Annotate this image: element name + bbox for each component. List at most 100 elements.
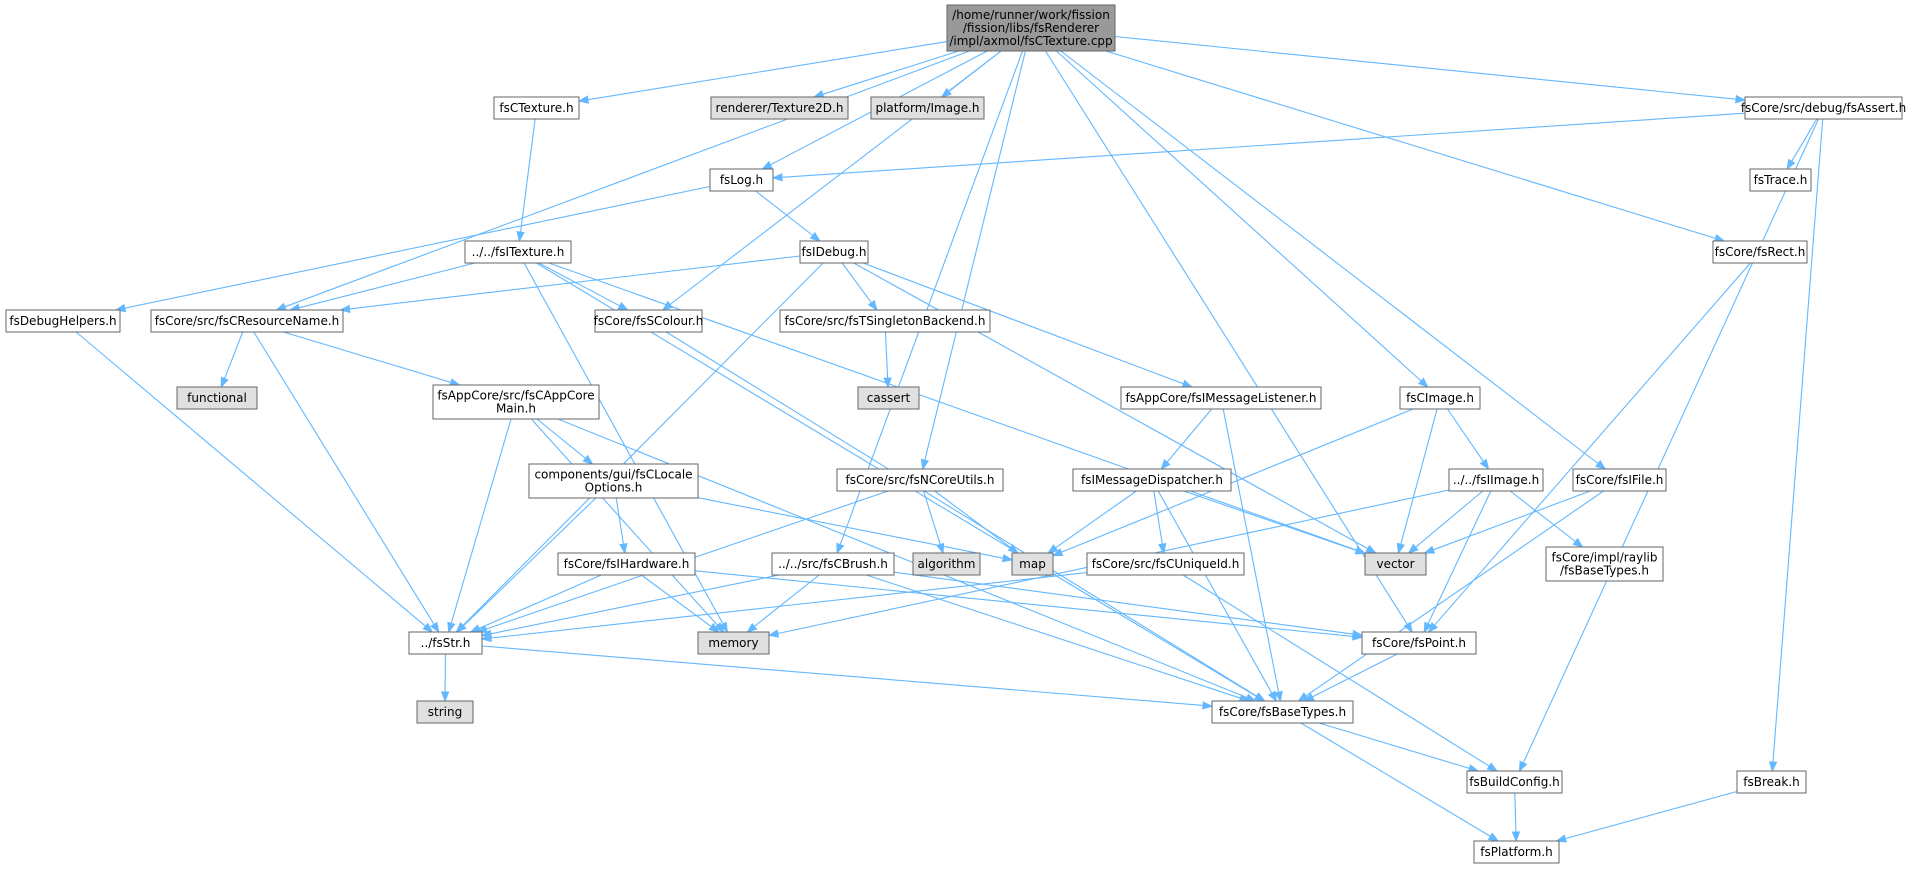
edge-fsIImage-to-vector bbox=[1407, 490, 1484, 554]
node-box bbox=[1011, 552, 1054, 576]
edge-fsCBrush-to-fsStr bbox=[480, 574, 780, 638]
node-fsDebugHelpers[interactable]: fsDebugHelpers.h bbox=[5, 309, 121, 333]
edge-root-to-fsSColour bbox=[661, 50, 1002, 311]
edge-line bbox=[755, 190, 814, 236]
edge-line bbox=[1305, 490, 1604, 697]
node-fsLog[interactable]: fsLog.h bbox=[709, 168, 774, 192]
node-box bbox=[594, 309, 703, 333]
node-label: fsTrace.h bbox=[1754, 173, 1808, 187]
node-root[interactable]: /home/runner/work/fission/fission/libs/f… bbox=[946, 4, 1116, 52]
node-box bbox=[1473, 840, 1560, 864]
node-fsBreak[interactable]: fsBreak.h bbox=[1736, 770, 1807, 794]
node-memory: memory bbox=[697, 631, 770, 655]
node-fsCTexture_h[interactable]: fsCTexture.h bbox=[493, 96, 580, 120]
node-box bbox=[1744, 96, 1903, 120]
edge-fsAssert-to-fsLog bbox=[771, 112, 1746, 182]
edge-fsStr-to-string bbox=[440, 653, 450, 703]
edge-line bbox=[530, 418, 718, 626]
node-box bbox=[857, 386, 920, 410]
edge-line bbox=[124, 185, 711, 309]
edge-line bbox=[1105, 50, 1716, 239]
node-label: ../fsStr.h bbox=[421, 636, 471, 650]
node-fsIMessageDispatcher[interactable]: fsIMessageDispatcher.h bbox=[1072, 468, 1232, 492]
node-label: vector bbox=[1376, 557, 1414, 571]
node-label: memory bbox=[708, 636, 758, 650]
edge-fsSColour-to-fsBaseTypes bbox=[666, 331, 1266, 702]
arrowhead-icon bbox=[1403, 621, 1413, 634]
edge-line bbox=[1055, 490, 1137, 549]
node-fsIImage[interactable]: ../../fsIImage.h bbox=[1448, 468, 1544, 492]
node-fsBaseTypesRaylib[interactable]: fsCore/impl/raylib/fsBaseTypes.h bbox=[1545, 546, 1664, 582]
node-label: fsIMessageDispatcher.h bbox=[1081, 473, 1223, 487]
node-label: fsCore/src/debug/fsAssert.h bbox=[1741, 101, 1906, 115]
node-box bbox=[946, 4, 1116, 52]
arrowhead-icon bbox=[455, 622, 467, 633]
edge-line bbox=[615, 497, 624, 545]
edge-fsCTexture_h-to-fsITexture bbox=[516, 118, 536, 243]
node-fsSColour[interactable]: fsCore/fsSColour.h bbox=[594, 309, 704, 333]
edge-fsNCoreUtils-to-algorithm bbox=[922, 490, 945, 555]
node-layer: /home/runner/work/fission/fission/libs/f… bbox=[5, 4, 1906, 864]
node-fsAssert[interactable]: fsCore/src/debug/fsAssert.h bbox=[1741, 96, 1906, 120]
node-fsCImage[interactable]: fsCImage.h bbox=[1399, 386, 1481, 410]
node-fsCBrush[interactable]: ../../src/fsCBrush.h bbox=[771, 552, 895, 576]
node-box bbox=[710, 96, 849, 120]
node-label: algorithm bbox=[918, 557, 976, 571]
arrowhead-icon bbox=[1007, 543, 1019, 554]
arrowhead-icon bbox=[422, 622, 434, 633]
edge-line bbox=[1772, 118, 1824, 763]
node-fsStr[interactable]: ../fsStr.h bbox=[408, 631, 483, 655]
edge-fsIMessageDispatcher-to-vector bbox=[1183, 490, 1367, 555]
node-fsIFile[interactable]: fsCore/fsIFile.h bbox=[1572, 468, 1667, 492]
edge-line bbox=[349, 255, 801, 310]
node-box bbox=[416, 700, 474, 724]
node-box bbox=[1712, 240, 1808, 264]
edge-fsIHardware-to-fsStr bbox=[469, 574, 602, 633]
node-fsBaseTypes[interactable]: fsCore/fsBaseTypes.h bbox=[1211, 700, 1354, 724]
edge-fsCAppCoreMain-to-memory bbox=[530, 418, 725, 634]
node-fsPoint[interactable]: fsCore/fsPoint.h bbox=[1361, 631, 1477, 655]
node-box bbox=[408, 631, 483, 655]
edge-line bbox=[298, 262, 475, 309]
node-fsIMessageListener[interactable]: fsAppCore/fsIMessageListener.h bbox=[1120, 386, 1322, 410]
arrowhead-icon bbox=[480, 633, 492, 643]
node-label: map bbox=[1019, 557, 1046, 571]
edge-line bbox=[1522, 118, 1819, 764]
edge-line bbox=[1060, 50, 1599, 464]
arrowhead-icon bbox=[767, 629, 780, 638]
node-fsIDebug[interactable]: fsIDebug.h bbox=[799, 240, 869, 264]
node-label: functional bbox=[187, 391, 247, 405]
edge-root-to-fsRect bbox=[1105, 50, 1726, 243]
node-fsCUniqueId[interactable]: fsCore/src/fsCUniqueId.h bbox=[1086, 552, 1245, 576]
edge-line bbox=[1300, 722, 1491, 837]
node-fsRect[interactable]: fsCore/fsRect.h bbox=[1712, 240, 1808, 264]
edge-line bbox=[462, 262, 824, 626]
node-label: renderer/Texture2D.h bbox=[716, 101, 844, 115]
node-fsTSingletonBackend[interactable]: fsCore/src/fsTSingletonBackend.h bbox=[779, 309, 991, 333]
arrowhead-icon bbox=[1595, 459, 1607, 470]
node-box bbox=[432, 384, 600, 420]
node-label: components/gui/fsCLocale bbox=[534, 468, 692, 482]
node-fsBuildConfig[interactable]: fsBuildConfig.h bbox=[1466, 770, 1563, 794]
arrowhead-icon bbox=[809, 231, 821, 242]
node-fsCResourceName[interactable]: fsCore/src/fsCResourceName.h bbox=[150, 309, 344, 333]
node-box bbox=[150, 309, 344, 333]
edge-fsIMessageListener-to-fsIMessageDispatcher bbox=[1160, 408, 1213, 471]
arrowhead-icon bbox=[661, 300, 673, 311]
edge-fsIDebug-to-fsTSingletonBackend bbox=[841, 262, 878, 312]
node-fsNCoreUtils[interactable]: fsCore/src/fsNCoreUtils.h bbox=[836, 468, 1004, 492]
node-box bbox=[1399, 386, 1481, 410]
node-box bbox=[1448, 468, 1544, 492]
arrowhead-icon bbox=[883, 377, 892, 389]
edge-root-to-fsNCoreUtils bbox=[920, 50, 1026, 471]
edge-line bbox=[839, 50, 1024, 545]
edge-fsCResourceName-to-fsStr bbox=[253, 331, 440, 634]
node-box bbox=[176, 386, 258, 410]
node-fsITexture[interactable]: ../../fsITexture.h bbox=[464, 240, 572, 264]
node-fsTrace[interactable]: fsTrace.h bbox=[1749, 168, 1812, 192]
node-fsPlatform[interactable]: fsPlatform.h bbox=[1473, 840, 1560, 864]
edge-line bbox=[697, 497, 1004, 559]
node-fsIHardware[interactable]: fsCore/fsIHardware.h bbox=[557, 552, 696, 576]
